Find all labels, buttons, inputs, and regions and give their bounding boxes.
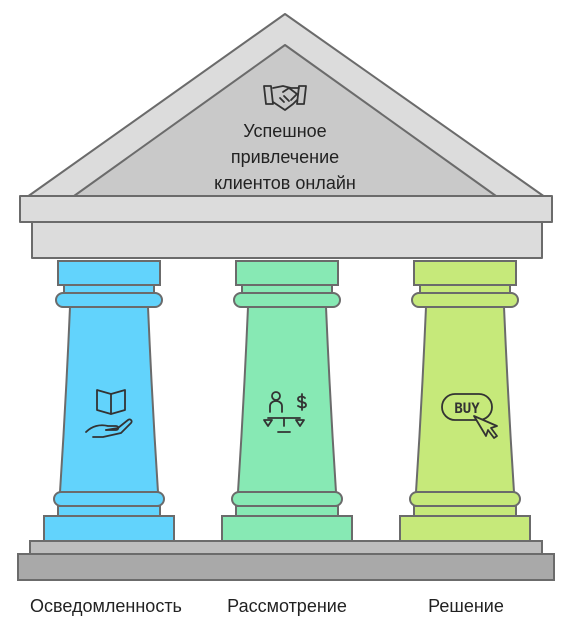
pillar-label-consideration: Рассмотрение <box>227 596 347 616</box>
pillar-ring <box>411 292 519 308</box>
pillar-lower-ring <box>409 491 521 507</box>
roof-title-line-2: привлечение <box>230 147 340 167</box>
pillar-base-band <box>235 505 339 517</box>
pillar-upper-ring <box>419 284 511 294</box>
pillar-upper-ring <box>63 284 155 294</box>
roof-title-line-3: клиентов онлайн <box>214 173 356 193</box>
pillar-capital <box>235 260 339 286</box>
pillar-consideration <box>221 260 353 542</box>
handshake-icon <box>263 85 307 111</box>
pillar-decision <box>399 260 531 542</box>
pillar-awareness <box>43 260 175 542</box>
temple-base <box>17 540 555 581</box>
roof-cornice <box>19 195 553 223</box>
book-in-hand-icon <box>85 389 133 438</box>
pillar-ring <box>55 292 163 308</box>
pillar-ring <box>233 292 341 308</box>
pillar-lower-ring <box>53 491 165 507</box>
pillar-upper-ring <box>241 284 333 294</box>
buy-click-icon: BUY <box>441 393 498 439</box>
base-bottom-step <box>17 553 555 581</box>
base-top-step <box>29 540 543 555</box>
pillar-base-band <box>57 505 161 517</box>
buy-text: BUY <box>454 401 480 417</box>
pillar-base-band <box>413 505 517 517</box>
pillar-shaft <box>58 306 160 493</box>
roof-title-line-1: Успешное <box>243 121 327 141</box>
roof-architrave <box>31 221 543 259</box>
pillar-lower-ring <box>231 491 343 507</box>
roof-title: Успешное привлечение клиентов онлайн <box>185 118 385 196</box>
roof <box>19 13 553 259</box>
pillar-label-decision: Решение <box>428 596 504 616</box>
pillar-plinth <box>221 515 353 542</box>
buy-button-shape <box>441 393 493 421</box>
pillar-shaft <box>414 306 516 493</box>
pillar-capital <box>57 260 161 286</box>
pillar-plinth <box>399 515 531 542</box>
pillar-capital <box>413 260 517 286</box>
pillar-label-awareness: Осведомленность <box>30 596 182 616</box>
person-money-scale-icon <box>263 391 307 433</box>
pillar-shaft <box>236 306 338 493</box>
pillar-plinth <box>43 515 175 542</box>
